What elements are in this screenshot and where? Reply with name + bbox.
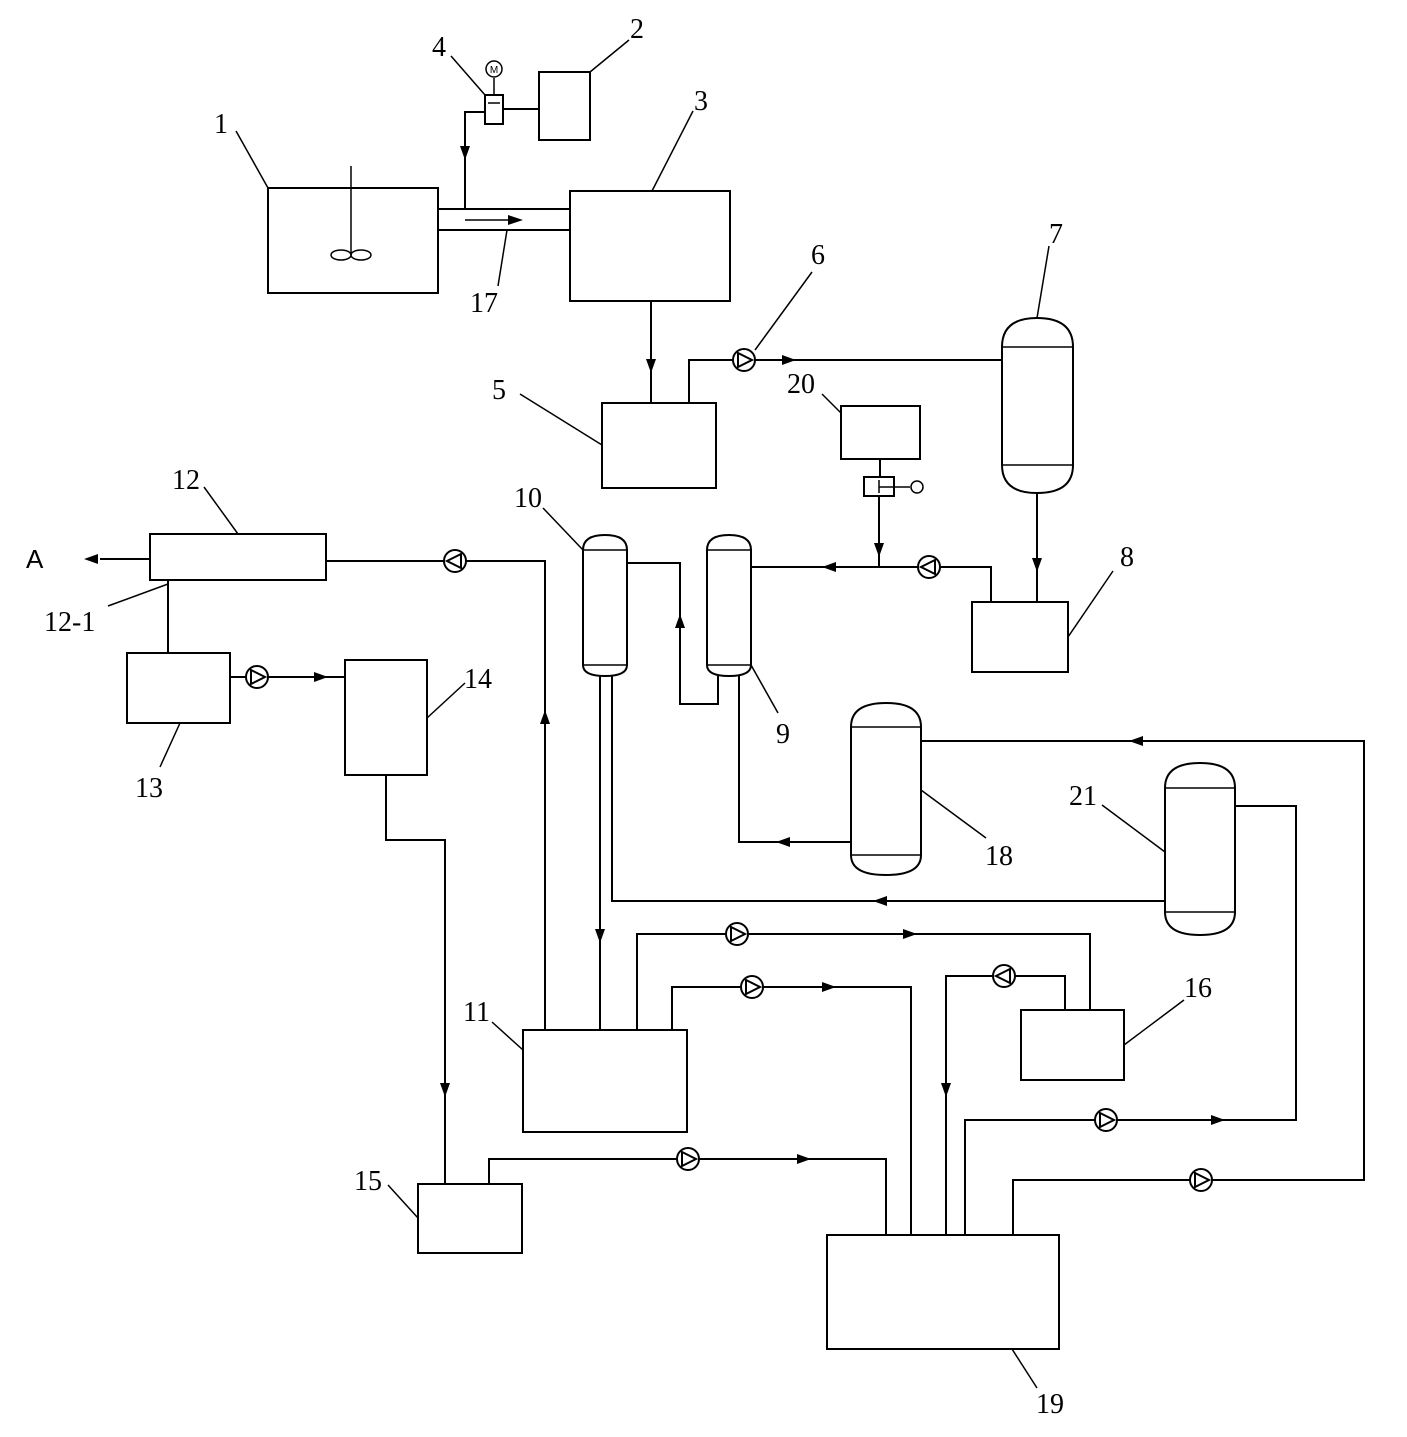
label-19: 19 <box>1036 1389 1064 1420</box>
label-10: 10 <box>514 483 542 514</box>
label-2: 2 <box>630 14 644 45</box>
label-17: 17 <box>470 288 498 319</box>
label-5: 5 <box>492 375 506 406</box>
label-12: 12 <box>172 465 200 496</box>
unit-3-box <box>569 190 731 302</box>
unit-5-box <box>601 402 717 489</box>
motor-icon <box>910 480 924 494</box>
unit-2-box <box>538 71 591 141</box>
unit-7-vessel <box>1001 316 1074 495</box>
unit-19-box <box>826 1234 1060 1350</box>
motor-icon <box>485 60 503 78</box>
unit-20-box <box>840 405 921 460</box>
unit-15-box <box>417 1183 523 1254</box>
leader-lines <box>107 39 1185 1389</box>
unit-16-box <box>1020 1009 1125 1081</box>
label-15: 15 <box>354 1166 382 1197</box>
pump-6 <box>732 348 756 372</box>
unit-8-box <box>971 601 1069 673</box>
unit-20-dosing-valve <box>863 459 924 497</box>
label-6: 6 <box>811 240 825 271</box>
pump-11-to-16 <box>725 922 749 946</box>
unit-labels: 1 2 3 4 5 6 7 8 9 10 11 12 12-1 13 14 15… <box>26 14 1212 1420</box>
label-4: 4 <box>432 32 446 63</box>
pump-19-to-18 <box>1189 1168 1213 1192</box>
label-7: 7 <box>1049 219 1063 250</box>
pump-11-to-19 <box>740 975 764 999</box>
pump-8-outlet <box>917 555 941 579</box>
unit-9-column <box>706 533 752 678</box>
unit-13-box <box>126 652 231 724</box>
label-21: 21 <box>1069 781 1097 812</box>
unit-21-vessel <box>1164 761 1236 937</box>
unit-1-stirred-tank <box>267 166 439 294</box>
pump-13-to-14 <box>245 665 269 689</box>
outlet-label-a: A <box>26 544 44 574</box>
pump-11-to-12 <box>443 549 467 573</box>
unit-10-column <box>582 533 628 678</box>
flow-arrows <box>84 146 1225 1164</box>
label-1: 1 <box>214 109 228 140</box>
label-18: 18 <box>985 841 1013 872</box>
pump-15-to-19 <box>676 1147 700 1171</box>
unit-12-module <box>149 533 327 581</box>
unit-14-box <box>344 659 428 776</box>
label-14: 14 <box>464 664 492 695</box>
label-9: 9 <box>776 719 790 750</box>
label-13: 13 <box>135 773 163 804</box>
label-3: 3 <box>694 86 708 117</box>
pump-16-to-19 <box>992 964 1016 988</box>
unit-11-box <box>522 1029 688 1133</box>
label-16: 16 <box>1184 973 1212 1004</box>
label-20: 20 <box>787 369 815 400</box>
motor-symbol: M <box>490 65 498 76</box>
label-12-1: 12-1 <box>44 607 95 638</box>
unit-18-vessel <box>850 701 922 877</box>
label-11: 11 <box>463 997 490 1028</box>
unit-4-dosing-valve: M <box>484 60 504 125</box>
pump-19-to-21 <box>1094 1108 1118 1132</box>
label-8: 8 <box>1120 542 1134 573</box>
